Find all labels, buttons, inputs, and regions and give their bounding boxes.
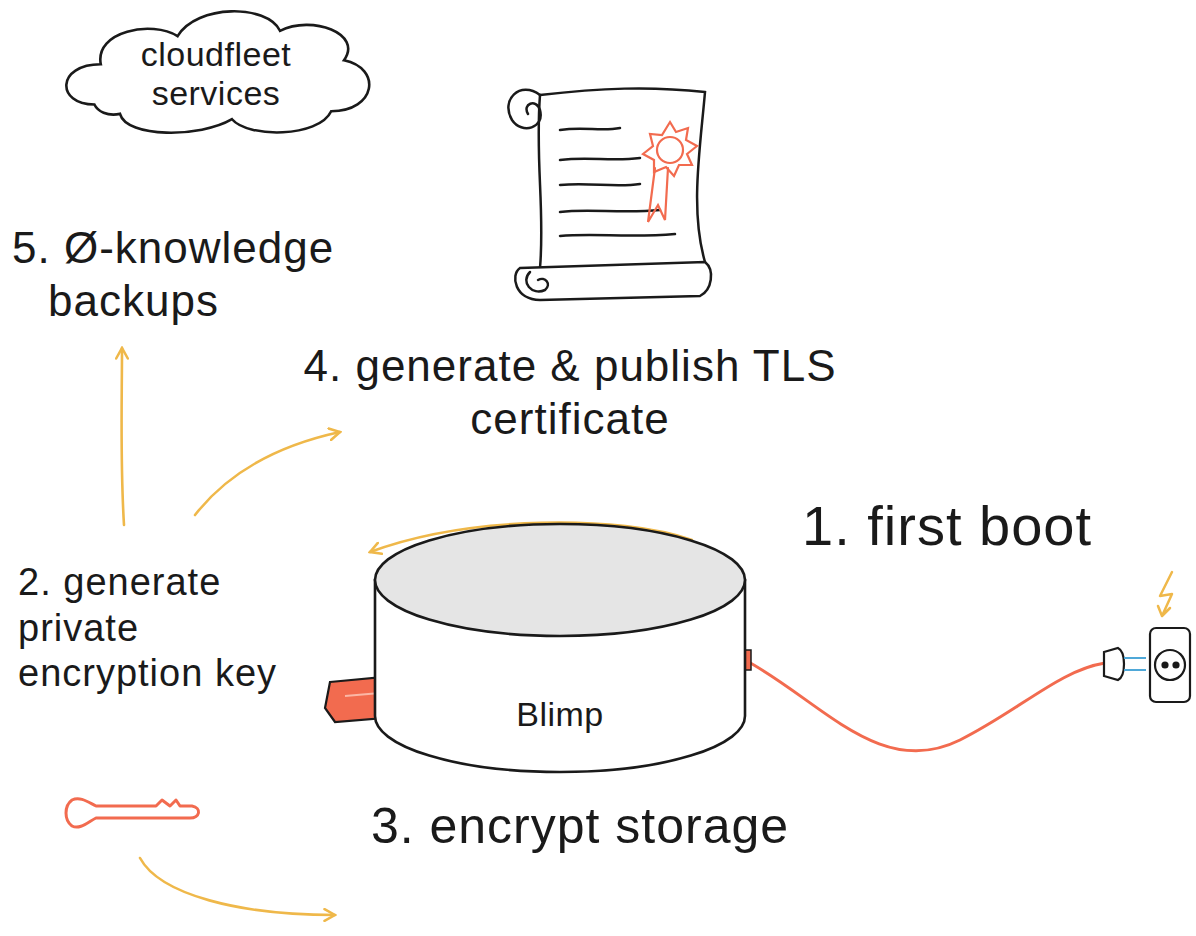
cylinder-top — [375, 524, 745, 636]
arrow-backups — [122, 348, 125, 525]
device-node: Blimp — [372, 520, 748, 778]
power-plug — [1104, 628, 1190, 702]
certificate-scroll — [508, 88, 711, 300]
step-label: 3. encrypt storage — [320, 796, 840, 856]
cylinder-outline — [372, 520, 748, 778]
arrow-encrypt — [140, 858, 335, 915]
step-label: 5. Ø-knowledge backups — [12, 222, 452, 328]
cloud-shape — [66, 11, 369, 132]
arrow-certificate — [195, 432, 340, 515]
step-label: 4. generate & publish TLS certificate — [270, 340, 870, 446]
cloud-label: cloudfleet services — [111, 35, 321, 113]
device-label: Blimp — [516, 695, 604, 734]
power-cable — [745, 660, 1105, 751]
lightning-symbol — [1158, 572, 1172, 616]
step-label: 2. generate private encryption key — [18, 560, 318, 697]
key-icon — [66, 799, 199, 827]
step-label: 1. first boot — [712, 492, 1182, 559]
cloud-node: cloudfleet services — [56, 4, 376, 138]
